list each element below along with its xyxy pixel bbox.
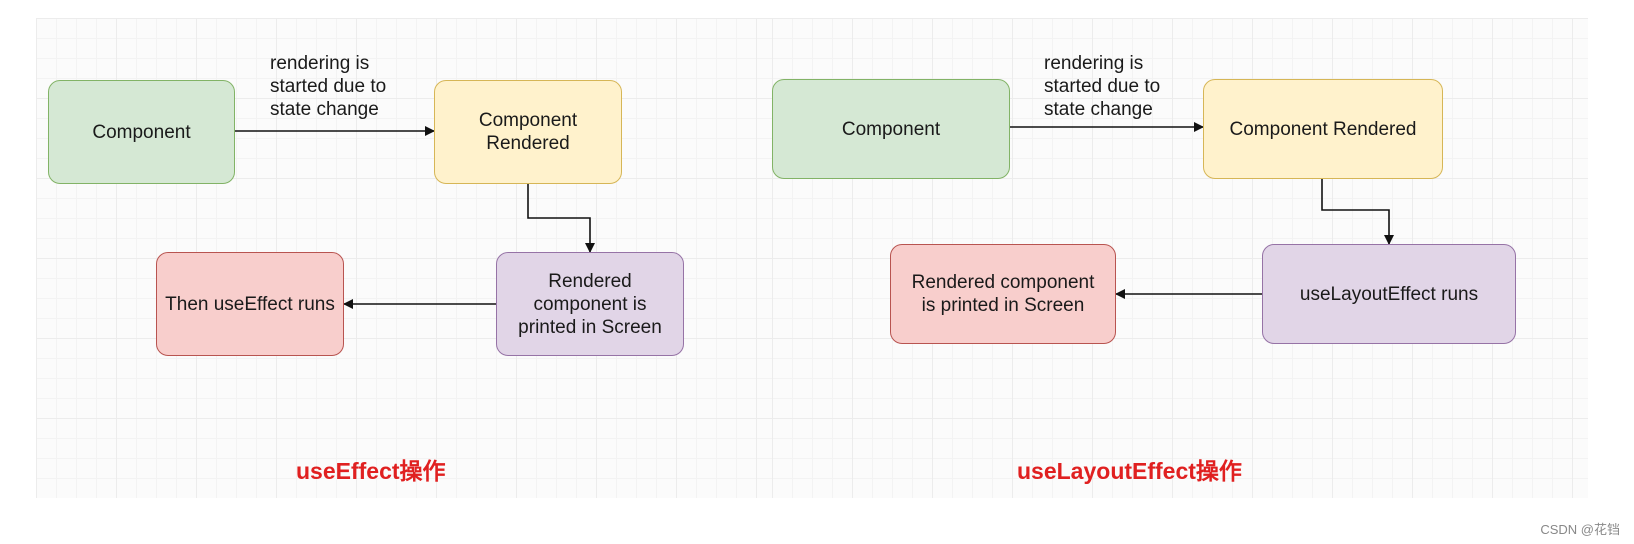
right-layout-effect-node: useLayoutEffect runs [1262,244,1516,344]
right-component-label: Component [841,118,941,140]
left-printed-node: Rendered component is printed in Screen [496,252,684,356]
right-edge-rendered-to-layout [1321,179,1394,245]
uselayouteffect-panel: Component Component Rendered useLayoutEf… [772,18,1588,498]
right-edge-label: rendering is started due to state change [1044,53,1161,120]
right-rendered-node: Component Rendered [1203,79,1443,179]
left-printed-label: Rendered component is printed in Screen [518,270,662,338]
right-layout-effect-label: useLayoutEffect runs [1299,283,1479,305]
left-effect-label: Then useEffect runs [165,293,335,315]
left-rendered-label: Component Rendered [478,110,578,154]
left-edge-rendered-to-printed [527,184,595,253]
right-component-node: Component [772,79,1010,179]
right-printed-node: Rendered component is printed in Screen [890,244,1116,344]
left-rendered-node: Component Rendered [434,80,622,184]
left-component-node: Component [48,80,235,184]
left-effect-node: Then useEffect runs [156,252,344,356]
left-caption: useEffect操作 [296,458,446,484]
left-component-label: Component [92,121,191,143]
right-printed-label: Rendered component is printed in Screen [911,272,1095,316]
right-caption: useLayoutEffect操作 [1017,458,1242,484]
left-edge-label: rendering is started due to state change [270,53,387,120]
right-rendered-label: Component Rendered [1229,118,1417,140]
csdn-watermark: CSDN @花铛 [1540,522,1620,537]
